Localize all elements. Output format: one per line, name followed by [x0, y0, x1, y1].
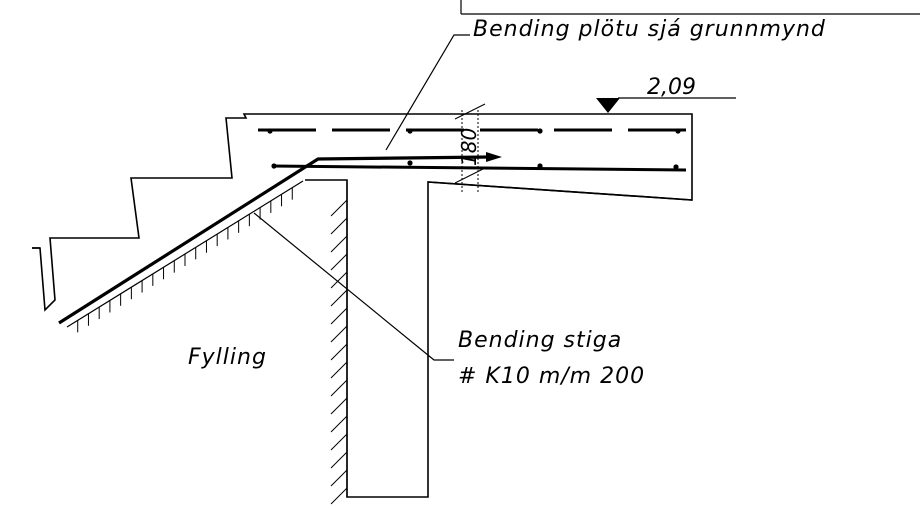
fill-label: Fylling: [188, 345, 267, 370]
wall-hatch-tick: [330, 343, 348, 361]
wall-hatch-tick: [330, 361, 348, 379]
stair-leader: [253, 212, 454, 361]
wall-hatch-tick: [330, 487, 348, 505]
concrete-outline: [32, 113, 693, 498]
wall-hatch-tick: [330, 469, 348, 487]
wall-hatch-tick: [330, 271, 348, 289]
wall-hatch-tick: [330, 325, 348, 343]
wall-hatch-tick: [330, 253, 348, 271]
slab-underside: [427, 181, 693, 201]
slab-leader: [385, 34, 470, 151]
wall-hatch-tick: [330, 289, 348, 307]
bottom-rebar: [271, 164, 687, 172]
wall-hatch-tick: [330, 379, 348, 397]
wall-hatch-tick: [330, 199, 348, 217]
thickness-label: 180: [457, 128, 481, 166]
thickness-ticks: [454, 103, 486, 184]
title-box-edge: [460, 0, 920, 15]
slab-reinforcement-label: Bending plötu sjá grunnmynd: [473, 17, 826, 42]
wall-hatch-tick: [330, 451, 348, 469]
stair-rebar-arrow: [486, 152, 502, 162]
wall-hatch: [330, 199, 348, 505]
stair-reinforcement-title: Bending stiga: [458, 328, 622, 353]
wall-hatch-tick: [330, 235, 348, 253]
thickness-dimension: [461, 110, 479, 192]
top-rebar-dots: [267, 128, 681, 134]
wall-hatch-tick: [330, 217, 348, 235]
wall-hatch-tick: [330, 433, 348, 451]
level-marker-icon: [596, 98, 620, 113]
ground-hatch: [77, 187, 293, 333]
bottom-rebar-dots: [271, 160, 679, 170]
stair-reinforcement-spec: # K10 m/m 200: [458, 364, 645, 389]
level-label: 2,09: [647, 75, 696, 100]
wall-hatch-tick: [330, 397, 348, 415]
wall-hatch-tick: [330, 307, 348, 325]
wall-hatch-tick: [330, 415, 348, 433]
stair-rebar: [58, 155, 491, 325]
